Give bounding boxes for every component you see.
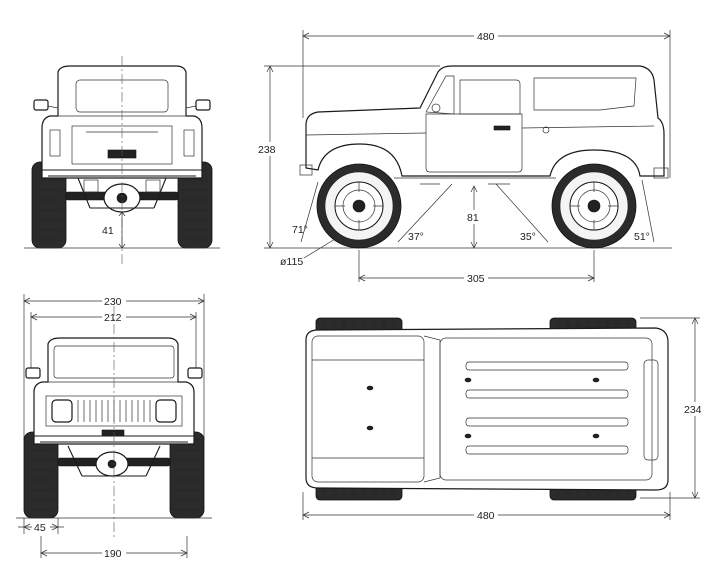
side-length-dim: 480 bbox=[302, 29, 671, 178]
front-tire-width-label: 45 bbox=[34, 522, 46, 534]
tire-diameter-dim: ø115 bbox=[280, 235, 341, 268]
front-track-label: 190 bbox=[104, 548, 122, 560]
front-track-dim: 190 bbox=[40, 536, 188, 560]
side-view: 480 238 bbox=[256, 29, 672, 285]
ground-clearance-dim: 81 bbox=[464, 185, 484, 249]
wheelbase-label: 305 bbox=[467, 273, 485, 285]
front-width-overall-dim: 230 bbox=[23, 294, 205, 440]
departure-angle-label: 51° bbox=[634, 231, 650, 243]
approach-angle-label: 71° bbox=[292, 224, 308, 236]
tire-diameter-label: ø115 bbox=[280, 256, 303, 268]
side-height-label: 238 bbox=[258, 144, 276, 156]
top-width-label: 234 bbox=[684, 404, 702, 416]
rear-view: 41 bbox=[24, 56, 220, 264]
front-view: 230 212 bbox=[16, 294, 212, 560]
side-angle-lines bbox=[300, 179, 655, 243]
front-left-tire bbox=[23, 431, 59, 519]
top-body bbox=[305, 327, 669, 491]
front-tire-width-dim: 45 bbox=[18, 518, 64, 534]
top-length-dim: 480 bbox=[302, 492, 671, 522]
rear-axle-clearance-dim: 41 bbox=[102, 211, 126, 249]
side-length-label: 480 bbox=[477, 31, 495, 43]
front-width-body-label: 212 bbox=[104, 312, 122, 324]
top-view: 234 480 bbox=[302, 317, 706, 522]
front-axle bbox=[57, 445, 171, 477]
front-width-overall-label: 230 bbox=[104, 296, 122, 308]
ground-clearance-label: 81 bbox=[467, 212, 479, 224]
side-front-wheel bbox=[316, 163, 402, 249]
front-inner-angle-label: 37° bbox=[408, 231, 424, 243]
front-width-body-dim: 212 bbox=[30, 310, 197, 372]
wheelbase-dim: 305 bbox=[358, 250, 595, 285]
rear-inner-angle-label: 35° bbox=[520, 231, 536, 243]
side-body bbox=[299, 65, 669, 185]
rear-axle-clearance-label: 41 bbox=[102, 225, 114, 237]
front-right-tire bbox=[169, 431, 205, 519]
side-height-dim: 238 bbox=[256, 65, 440, 249]
top-length-label: 480 bbox=[477, 510, 495, 522]
side-rear-wheel bbox=[551, 163, 637, 249]
top-width-dim: 234 bbox=[640, 317, 706, 499]
